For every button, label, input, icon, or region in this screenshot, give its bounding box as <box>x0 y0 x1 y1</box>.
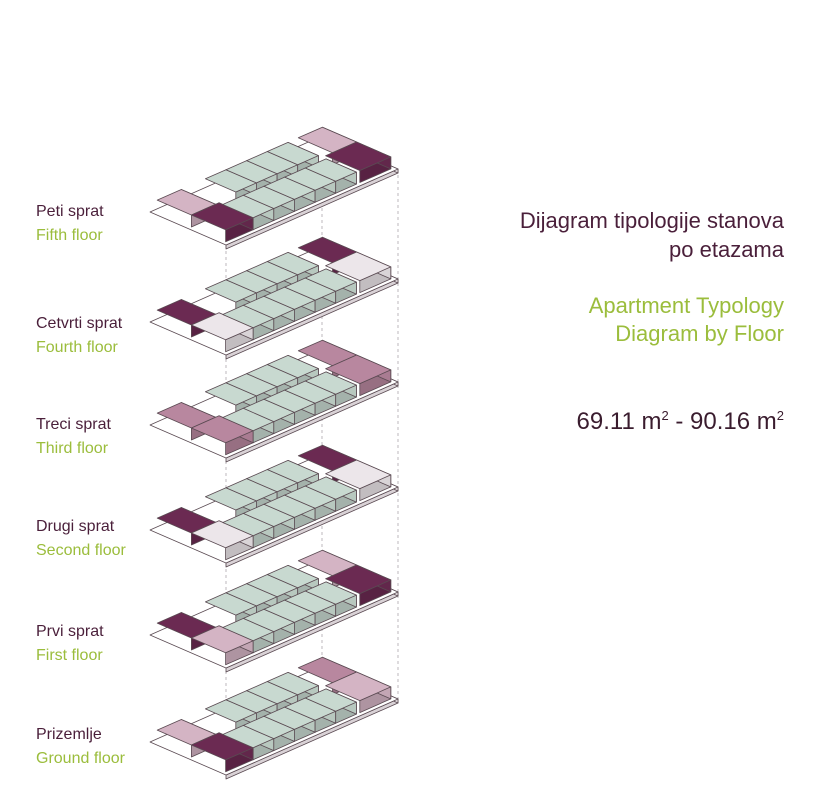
floor-label-english: Fifth floor <box>36 227 103 244</box>
apartment-green <box>304 688 357 724</box>
apartment-end-right-front <box>325 564 392 606</box>
box-top-face <box>304 371 357 395</box>
apartment-end-right-front <box>325 354 392 397</box>
floor-plates-group <box>149 126 399 780</box>
box-top-face <box>266 565 319 589</box>
apartment-green <box>266 141 319 178</box>
apartment-end-right-front <box>325 141 392 183</box>
title-english-line2: Diagram by Floor <box>615 321 784 346</box>
floor-label-third: Treci sprat Third floor <box>36 413 111 461</box>
floor-label-serbian: Prvi sprat <box>36 623 104 640</box>
apartment-green <box>204 487 257 523</box>
apartment-green <box>284 167 337 203</box>
apartment-end-left-front <box>190 732 254 773</box>
apartment-green <box>263 389 316 425</box>
title-english-line1: Apartment Typology <box>588 293 784 318</box>
apartment-green <box>225 478 278 514</box>
floor-label-english: Second floor <box>36 542 126 559</box>
apartment-end-right-front <box>325 251 392 294</box>
apartment-green <box>304 371 357 407</box>
area-max: 90.16 m <box>690 408 777 435</box>
box-top-face <box>325 141 392 171</box>
area-separator: - <box>668 408 691 435</box>
box-top-face <box>266 672 319 696</box>
box-top-face <box>266 459 319 484</box>
floor-label-second: Drugi sprat Second floor <box>36 515 126 563</box>
title-serbian-line1: Dijagram tipologije stanova <box>519 208 784 233</box>
title-serbian-line2: po etazama <box>669 237 784 262</box>
box-top-face <box>304 688 357 712</box>
apartment-green <box>304 581 357 617</box>
apartment-green <box>263 286 316 322</box>
floor-plate <box>149 126 399 250</box>
box-top-face <box>304 268 357 292</box>
area-range: 69.11 m2 - 90.16 m2 <box>577 408 784 436</box>
floor-plate <box>149 656 399 780</box>
floor-label-fourth: Cetvrti sprat Fourth floor <box>36 312 122 360</box>
apartment-green <box>263 176 316 212</box>
floor-label-serbian: Drugi sprat <box>36 518 115 535</box>
box-top-face <box>266 354 319 379</box>
floor-plate <box>149 444 399 568</box>
floor-label-english: First floor <box>36 647 103 664</box>
apartment-end-left-front <box>190 415 254 456</box>
apartment-end-right-front <box>325 459 392 502</box>
floor-plate <box>149 339 399 463</box>
floor-label-first: Prvi sprat First floor <box>36 620 104 668</box>
box-top-face <box>304 158 357 182</box>
apartment-end-right-front <box>325 671 392 713</box>
floor-label-ground: Prizemlje Ground floor <box>36 723 125 771</box>
area-min: 69.11 m <box>576 408 662 435</box>
floor-label-fifth: Peti sprat Fifth floor <box>36 200 104 248</box>
title-english: Apartment Typology Diagram by Floor <box>589 292 784 348</box>
floor-label-serbian: Peti sprat <box>36 203 104 220</box>
box-top-face <box>266 251 319 276</box>
floor-label-serbian: Prizemlje <box>36 726 102 743</box>
floor-label-serbian: Cetvrti sprat <box>36 315 123 332</box>
floor-label-english: Ground floor <box>36 750 125 767</box>
apartment-green <box>222 194 275 231</box>
box-top-face <box>325 459 392 490</box>
apartment-green <box>204 169 257 205</box>
box-top-face <box>325 671 392 701</box>
apartment-green <box>222 304 275 341</box>
area-min-exponent: 2 <box>661 408 669 423</box>
floor-plate <box>149 549 399 673</box>
apartment-green <box>263 706 316 742</box>
box-top-face <box>266 141 319 166</box>
apartment-end-left-front <box>190 312 254 353</box>
box-top-face <box>304 581 357 605</box>
box-top-face <box>325 354 392 385</box>
apartment-green <box>225 583 278 619</box>
apartment-end-left-front <box>190 520 254 561</box>
apartment-green <box>266 565 319 601</box>
apartment-green <box>304 476 357 512</box>
apartment-end-left-front <box>190 202 254 243</box>
box-top-face <box>325 564 392 594</box>
apartment-green <box>304 268 357 304</box>
title-serbian: Dijagram tipologije stanova po etazama <box>520 206 784 264</box>
apartment-green <box>304 158 357 194</box>
floor-label-serbian: Treci sprat <box>36 416 111 433</box>
box-top-face <box>304 476 357 500</box>
area-max-exponent: 2 <box>776 408 784 423</box>
apartment-green <box>284 485 337 521</box>
box-top-face <box>325 251 392 282</box>
floor-label-english: Third floor <box>36 440 109 457</box>
apartment-green <box>266 251 319 288</box>
floor-plate <box>149 236 399 360</box>
floor-label-english: Fourth floor <box>36 339 118 356</box>
